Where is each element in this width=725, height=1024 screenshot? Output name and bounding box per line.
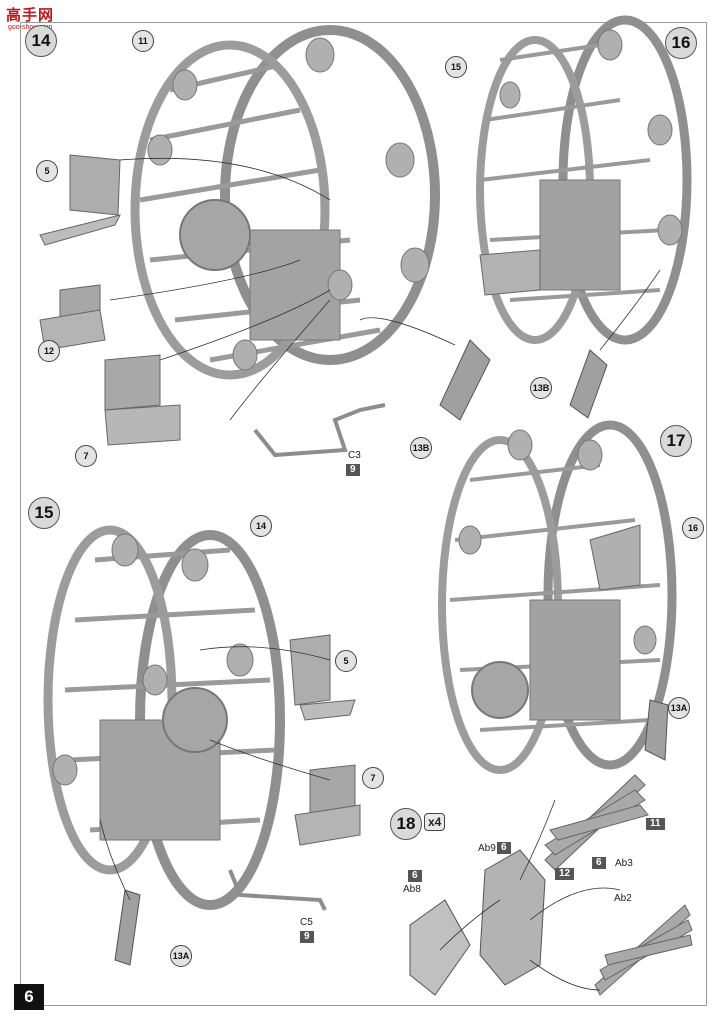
sprue-box-9: 9 bbox=[346, 464, 360, 476]
step-number-14: 14 bbox=[25, 25, 57, 57]
label-ab2: Ab2 bbox=[614, 893, 632, 904]
callout-13b: 13B bbox=[410, 437, 432, 459]
sprue-box-6-ab8: 6 bbox=[408, 870, 422, 882]
step-number-18: 18 bbox=[390, 808, 422, 840]
callout-12: 12 bbox=[38, 340, 60, 362]
callout-7-step15: 7 bbox=[362, 767, 384, 789]
callout-13a: 13A bbox=[170, 945, 192, 967]
callout-13a-step17: 13A bbox=[668, 697, 690, 719]
page-number: 6 bbox=[14, 984, 44, 1010]
label-ab3: Ab3 bbox=[615, 858, 633, 869]
sprue-box-6-ab3: 6 bbox=[592, 857, 606, 869]
sprue-box-12: 12 bbox=[555, 868, 575, 880]
callout-11: 11 bbox=[132, 30, 154, 52]
callout-15: 15 bbox=[445, 56, 467, 78]
label-ab9: Ab9 bbox=[478, 843, 496, 854]
step-number-17: 17 bbox=[660, 425, 692, 457]
watermark-logo: 高手网 bbox=[6, 7, 55, 24]
callout-16: 16 bbox=[682, 517, 704, 539]
sprue-box-9-step15: 9 bbox=[300, 931, 314, 943]
step-18-multiplier: x4 bbox=[424, 813, 446, 831]
callout-13b-step16: 13B bbox=[530, 377, 552, 399]
callout-5-step15: 5 bbox=[335, 650, 357, 672]
label-c3: C3 bbox=[348, 450, 361, 461]
step-18-drawing bbox=[409, 774, 693, 996]
step-16-drawing bbox=[476, 15, 692, 419]
step-number-16: 16 bbox=[665, 27, 697, 59]
page-frame bbox=[20, 22, 707, 1006]
label-ab8: Ab8 bbox=[403, 884, 421, 895]
callout-5: 5 bbox=[36, 160, 58, 182]
step-15-drawing bbox=[43, 525, 361, 966]
callout-14: 14 bbox=[250, 515, 272, 537]
step-17-drawing bbox=[438, 420, 677, 774]
step-number-15: 15 bbox=[28, 497, 60, 529]
callout-7: 7 bbox=[75, 445, 97, 467]
sprue-box-11: 11 bbox=[646, 818, 665, 830]
label-c5: C5 bbox=[300, 917, 313, 928]
sprue-box-6-ab9: 6 bbox=[497, 842, 511, 854]
step-14-drawing bbox=[39, 25, 491, 458]
